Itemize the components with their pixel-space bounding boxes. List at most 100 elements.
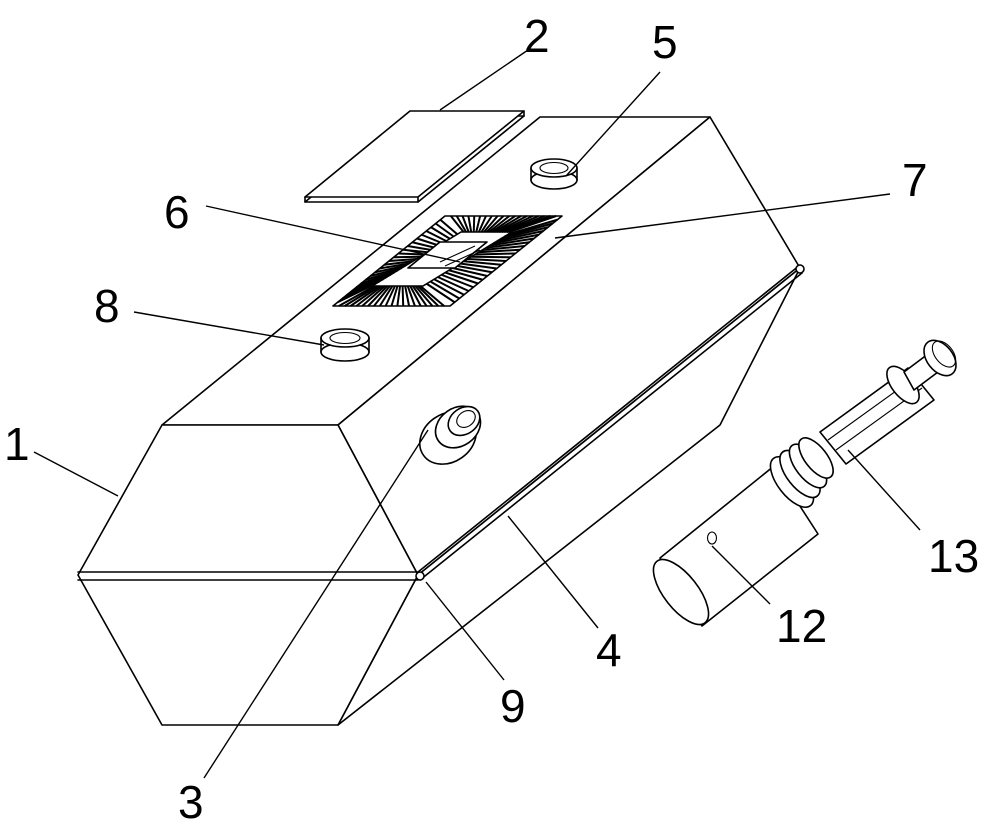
- side-seam-line-b: [419, 272, 803, 581]
- hatch-stroke: [435, 222, 455, 238]
- hatch-stroke: [491, 215, 516, 233]
- hatch-stroke: [455, 215, 467, 233]
- leader-2: [439, 49, 529, 111]
- hatch-stroke: [504, 222, 553, 238]
- hatch-stroke: [501, 215, 539, 233]
- thread-4: [798, 437, 834, 479]
- hatch-stroke: [390, 285, 399, 307]
- hatch-stroke: [398, 252, 424, 256]
- hatch-stroke: [488, 215, 510, 233]
- hatch-stroke: [412, 241, 436, 249]
- plunger-knob-face: [931, 340, 957, 368]
- hatch-stroke: [411, 285, 428, 307]
- hatch-stroke: [429, 280, 460, 300]
- leader-9: [425, 581, 505, 681]
- knob-8-top: [320, 328, 370, 348]
- housing: [77, 116, 805, 726]
- housing-front-end-face: [77, 424, 419, 726]
- hatch-stroke: [370, 267, 402, 277]
- hatch-stroke: [344, 285, 378, 307]
- hatch-stroke: [498, 215, 534, 233]
- leader-lines: [33, 49, 921, 779]
- reference-numbers: 1 2 3 4 5 6 7 8 9 12 13: [4, 10, 979, 828]
- leader-5: [565, 71, 661, 177]
- side-port: [419, 405, 482, 465]
- hatch-stroke: [459, 262, 497, 270]
- hatch-stroke: [374, 264, 406, 274]
- hatch-stroke: [439, 218, 458, 236]
- window-edge-2: [444, 249, 481, 267]
- knob-8-ring: [329, 331, 361, 345]
- cylinder-end: [652, 558, 710, 626]
- hatch-stroke: [480, 215, 493, 233]
- lid-plate: [304, 110, 525, 203]
- hatch-stroke: [489, 237, 535, 247]
- hatch-stroke: [506, 215, 551, 233]
- hatch-stroke: [496, 215, 528, 233]
- hatch-stroke: [482, 245, 525, 251]
- hatch-stroke: [483, 215, 499, 233]
- hatch-stroke: [409, 285, 422, 307]
- plunger: [819, 339, 957, 465]
- hatch-stroke: [367, 285, 389, 307]
- hatch-stroke: [365, 269, 399, 281]
- hatch-stroke: [379, 262, 410, 270]
- label-5: 5: [652, 16, 678, 68]
- seam-end-dot-back: [795, 264, 805, 274]
- hatch-stroke: [463, 260, 502, 266]
- label-9: 9: [500, 680, 526, 732]
- knob-5-top: [530, 158, 578, 178]
- hatch-stroke: [378, 285, 394, 307]
- hatch-stroke: [396, 285, 402, 307]
- hatch-stroke: [500, 226, 549, 240]
- leader-7: [554, 193, 891, 239]
- hatch-stroke: [425, 230, 447, 242]
- hatch-stroke: [406, 285, 416, 307]
- hatch-stroke: [475, 215, 482, 233]
- hatch-stroke: [467, 215, 473, 233]
- display-window: [407, 241, 488, 269]
- hatch-stroke: [448, 269, 483, 281]
- label-6: 6: [164, 186, 190, 238]
- label-12: 12: [776, 600, 827, 652]
- hatch-stroke: [444, 271, 479, 285]
- cylinder: [652, 437, 834, 627]
- knob-5: [530, 158, 578, 190]
- label-4: 4: [596, 624, 622, 676]
- hatch-stroke: [441, 273, 474, 289]
- hatch-stroke: [508, 218, 558, 236]
- knob-8: [320, 328, 370, 362]
- hatch-stroke: [477, 215, 487, 233]
- label-3: 3: [178, 776, 204, 828]
- leader-13: [847, 449, 921, 531]
- hatch-stroke: [419, 285, 445, 307]
- hatch-stroke: [433, 278, 465, 296]
- hatch-stroke: [414, 285, 434, 307]
- hatch-stroke: [478, 248, 521, 254]
- hatch-stroke: [404, 285, 411, 307]
- hatch-stroke: [360, 271, 395, 285]
- hatch-stroke: [393, 255, 421, 259]
- hatch-stroke: [416, 237, 440, 247]
- hatch-stroke: [474, 252, 516, 256]
- leader-8: [133, 311, 325, 346]
- hatch-stroke: [349, 285, 381, 307]
- hatch-stroke: [417, 285, 440, 307]
- hatch-stroke: [337, 282, 377, 304]
- label-8: 8: [94, 280, 120, 332]
- hatch-stroke: [456, 264, 493, 274]
- hatch-stroke: [407, 245, 432, 251]
- label-1: 1: [4, 418, 30, 470]
- hatch-stroke: [355, 285, 383, 307]
- hatch-stroke: [485, 241, 530, 249]
- leader-3: [203, 429, 429, 779]
- side-seam-line-a: [417, 264, 801, 573]
- knob-5-ring: [539, 161, 569, 175]
- hatch-stroke: [493, 215, 522, 233]
- hatch-stroke: [485, 215, 505, 233]
- frame-hatching: [337, 215, 558, 307]
- port-rim: [447, 405, 481, 437]
- leader-1: [33, 451, 119, 497]
- hatch-stroke: [426, 282, 456, 304]
